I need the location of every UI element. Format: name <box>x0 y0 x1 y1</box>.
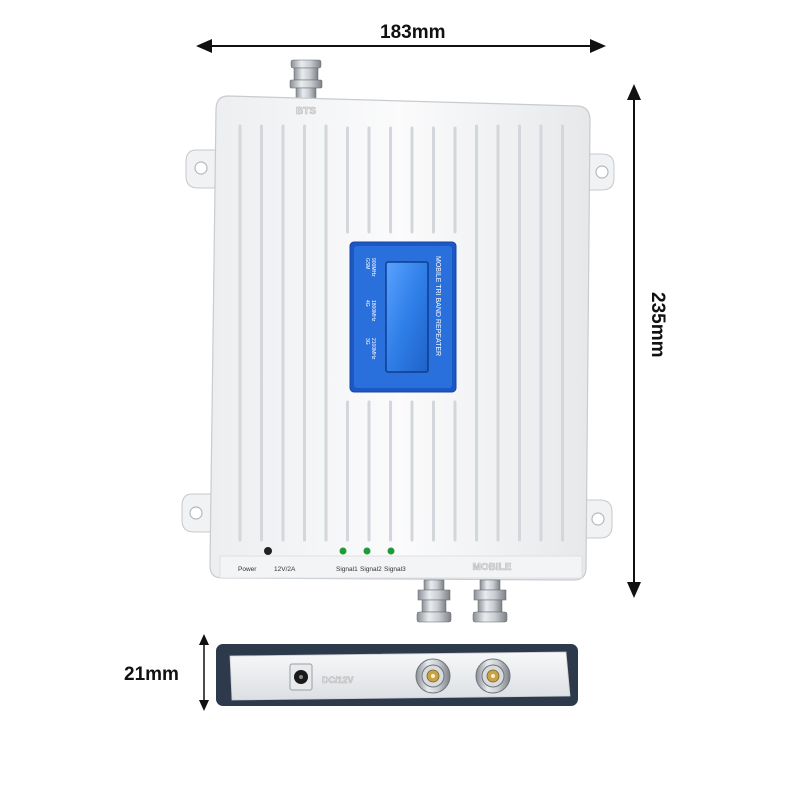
side-connector-2 <box>475 658 511 694</box>
lcd-title: MOBILE TRI BAND REPEATER <box>434 256 441 356</box>
power-led <box>264 547 272 555</box>
band-1-freq: 900MHz <box>370 258 376 277</box>
signal2-led <box>363 547 371 555</box>
dc-label: DC/12V <box>322 675 354 685</box>
indicator-strip <box>219 555 583 579</box>
bottom-connectors <box>416 579 508 623</box>
band-3-name: 3G <box>364 338 370 345</box>
band-3-freq: 2100MHz <box>370 338 376 360</box>
supply-label: 12V/2A <box>274 566 296 573</box>
signal1-led <box>339 547 347 555</box>
bts-connector <box>289 59 323 101</box>
bts-port-label: BTS <box>296 106 316 117</box>
lcd-screen <box>385 261 429 373</box>
signal3-led <box>387 547 395 555</box>
side-connector-1 <box>415 658 451 694</box>
signal3-label: Signal3 <box>384 566 406 573</box>
depth-arrow <box>199 634 209 711</box>
band-2-freq: 1800MHz <box>370 300 376 322</box>
band-1-name: GSM <box>364 258 370 269</box>
band-2-name: 4G <box>364 300 370 307</box>
height-arrow <box>627 84 641 598</box>
side-view: DC/12V <box>216 644 578 706</box>
lcd-panel: MOBILE TRI BAND REPEATER GSM 900MHz 4G 1… <box>349 241 457 393</box>
heat-sink-fins <box>238 124 564 542</box>
signal2-label: Signal2 <box>360 566 382 573</box>
signal1-label: Signal1 <box>336 566 358 573</box>
power-label: Power <box>238 566 257 573</box>
width-arrow <box>196 39 606 53</box>
depth-dimension-label: 21mm <box>124 664 179 685</box>
lower-heat-sink-fins <box>346 400 457 542</box>
width-dimension-label: 183mm <box>380 22 446 43</box>
mobile-port-label: MOBILE <box>473 562 512 573</box>
